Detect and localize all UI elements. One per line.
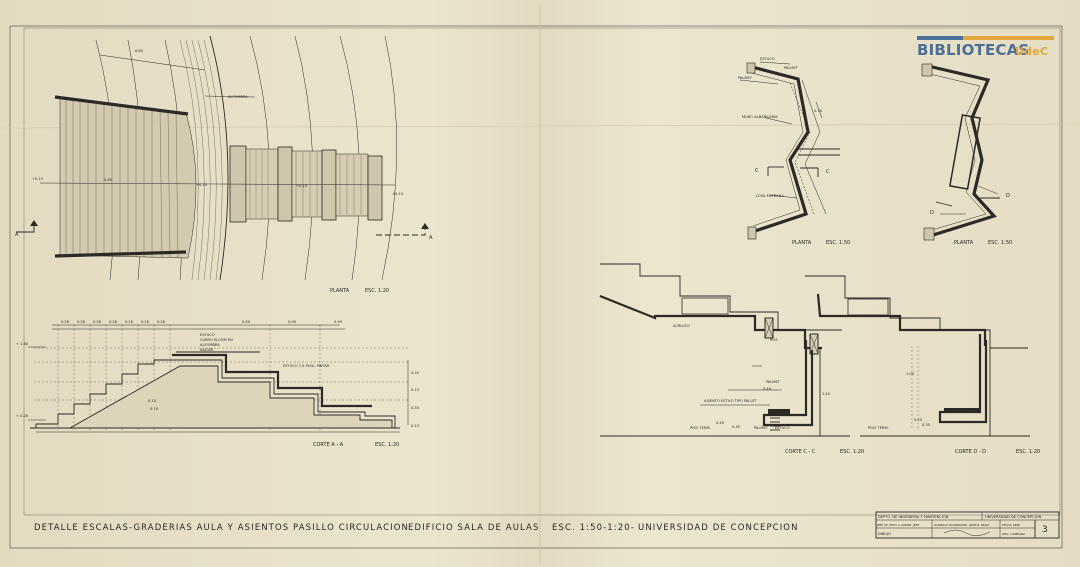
footer-institution: UNIVERSIDAD DE CONCEPCION: [638, 523, 799, 533]
section-dd-title: CORTE D - D: [955, 449, 986, 455]
aa-note-3: RADIER: [200, 348, 214, 352]
plan-dim-5: +0.15: [392, 192, 403, 196]
section-cc-title: CORTE C - C: [785, 449, 816, 455]
cc-note-1: PALMET: [784, 66, 799, 70]
section-mark-a-right: A: [429, 235, 433, 241]
sec-dd-dim-1: 0.40: [914, 418, 923, 422]
footer-scale: ESC. 1:50-1:20-: [552, 523, 635, 533]
plan-dim-4: +0.15: [296, 184, 307, 188]
aa-side-dim-2: 0.35: [411, 406, 419, 410]
section-aa: [28, 324, 409, 433]
cc-note-0: ESTUCO: [760, 57, 775, 61]
tb-row2-1: GONZALO RODRIGUEZ, ARQTO. RDGZ: [934, 523, 989, 527]
aa-note-2: ALFOMBRA: [200, 343, 220, 347]
section-cc-scale: ESC. 1:20: [840, 449, 864, 455]
cc-note-3: MURO ALBAÑILERIA: [742, 114, 778, 119]
sec-dd-dim-0: 1.00: [906, 372, 915, 376]
plan-cc-title: PLANTA: [792, 240, 812, 246]
plan-dim-3: 0.80: [104, 178, 113, 182]
plan-cc: [739, 61, 840, 240]
section-cc: [599, 263, 850, 437]
tb-dept: DEPTO. DE INGENIERIA Y MANTENCION: [878, 515, 949, 519]
tb-row3-0: DIBUJO: [878, 532, 891, 536]
aa-upper-dim-1: 0.90: [288, 320, 297, 324]
plan-top-title: PLANTA: [330, 288, 350, 294]
tb-university: UNIVERSIDAD DE CONCEPCION: [985, 515, 1042, 519]
logo-text: BIBLIOTECAS: [917, 41, 1030, 59]
aa-side-dim-0: 0.35: [411, 371, 419, 375]
sec-dd-dim-2: 0.35: [922, 423, 930, 427]
sec-cc-note-5: PALMET: [754, 426, 769, 430]
aa-small-dim-0: 0.10: [148, 399, 157, 403]
title-block: [875, 511, 1060, 539]
aa-side-dim-3: 0.15: [411, 424, 419, 428]
dd-mark-left: D: [930, 210, 934, 216]
section-aa-scale: ESC. 1:20: [375, 442, 399, 448]
plan-dim-0: 0.80: [135, 49, 144, 53]
sheet-border: [9, 25, 1063, 549]
carpet-label: ALFOMBRA: [228, 95, 248, 99]
plan-cc-scale: ESC. 1:50: [826, 240, 850, 246]
sec-cc-note-4: PISO TERM.: [690, 426, 711, 430]
plan-dd-title: PLANTA: [954, 240, 974, 246]
aa-top-dim-6: 0.28: [157, 320, 166, 324]
plan-top-scale: ESC. 1:20: [365, 288, 389, 294]
section-dd-scale: ESC. 1:20: [1016, 449, 1040, 455]
sec-cc-dim-1: 0.40: [716, 421, 725, 425]
logo-bar-gold: [917, 36, 1054, 40]
plan-dim-2: +0.15: [196, 183, 207, 187]
plan-dim-1: +0.15: [32, 177, 43, 181]
aa-top-dim-0: 0.28: [61, 320, 70, 324]
sec-cc-dim-2: 0.35: [732, 425, 740, 429]
section-aa-title: CORTE A - A: [313, 442, 344, 448]
aa-side-dim-1: 0.15: [411, 388, 419, 392]
aa-note-4: ESTUCO 7,5 PUGL PINTAR: [283, 364, 330, 368]
aa-top-dim-1: 0.28: [77, 320, 86, 324]
section-dd: [805, 275, 1030, 437]
tb-row2-2: FECHA 1986: [1002, 523, 1020, 527]
aa-note-1: CUERO ELCOM EN: [200, 338, 233, 342]
sec-cc-note-3: ASIENTO ESTILO TIPO PALLET: [704, 399, 758, 403]
aa-top-dim-5: 0.28: [141, 320, 150, 324]
aa-upper-dim-0: 0.80: [242, 320, 251, 324]
sec-cc-dim-0: 0.40: [763, 387, 772, 391]
footer-description: DETALLE ESCALAS-GRADERIAS AULA Y ASIENTO…: [34, 523, 409, 533]
sec-cc-note-0: ACRILICO: [673, 324, 690, 328]
sec-cc-note-6: ESTUCO: [775, 426, 790, 430]
section-mark-a-left: A: [15, 232, 19, 238]
aa-top-dim-3: 0.28: [109, 320, 118, 324]
aa-level-top: + 1.60: [16, 342, 29, 346]
tb-sheet-number: 3: [1042, 525, 1048, 535]
aa-top-dim-4: 0.28: [125, 320, 134, 324]
cc-mark-left: C: [755, 168, 759, 174]
tb-row2-0: JEFE OF. PROY. A APROB. JEFE: [876, 523, 919, 527]
sec-cc-note-2: PALMET: [766, 380, 781, 384]
cc-mark-right: C: [826, 169, 830, 175]
plan-dd-scale: ESC. 1:50: [988, 240, 1012, 246]
cc-note-2: PALMET: [738, 76, 753, 80]
aa-upper-dim-2: 0.90: [334, 320, 343, 324]
footer-building: EDIFICIO SALA DE AULAS: [408, 523, 539, 533]
sec-cc-dim-3: 1.40: [822, 392, 831, 396]
aa-top-dim-2: 0.28: [93, 320, 102, 324]
aa-small-dim-1: 0.10: [150, 407, 159, 411]
logo-suffix: UdeC: [1015, 45, 1049, 58]
tb-row3-1: ARQ. CAMPANA: [1002, 532, 1026, 536]
library-logo: BIBLIOTECAS UdeC: [917, 36, 1057, 60]
logo-bar-blue: [917, 36, 963, 40]
sec-cc-note-1: ROS: [770, 338, 778, 342]
cc-note-5: 0.70: [814, 109, 823, 113]
inner-border: [23, 27, 1061, 516]
dd-mark-right: D: [1006, 193, 1010, 199]
sec-dd-note-0: PISO TERM.: [868, 426, 889, 430]
plan-top: [16, 35, 429, 281]
plan-dd: [921, 63, 1000, 241]
cc-note-4: LOSA ENTRADA: [756, 194, 784, 198]
aa-level-bottom: + 0.25: [16, 414, 28, 418]
aa-note-0: ESTUCO: [200, 333, 215, 337]
